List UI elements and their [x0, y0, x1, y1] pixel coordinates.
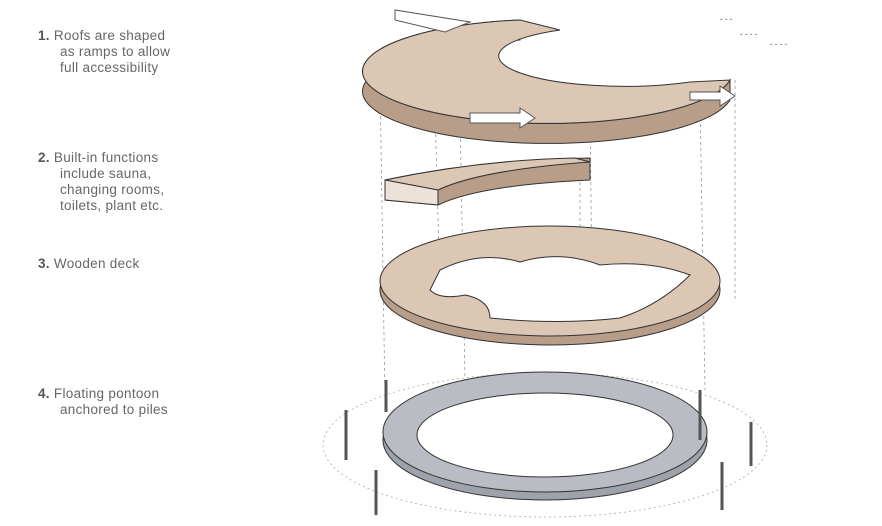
ramp-arrow-icon	[469, 107, 536, 129]
label-text: anchored to piles	[60, 402, 168, 417]
piles	[344, 380, 753, 515]
ramp-arrow-icon	[689, 85, 736, 107]
wooden-deck	[379, 225, 721, 346]
label-built-in-functions: 2. Built-in functions include sauna, cha…	[38, 150, 164, 214]
label-text: Roofs are shaped	[53, 28, 166, 43]
birds: ˇ ˇ ˇ ˇ ˇ ˇ ˇ ˇ ˇ ˇ ˇ	[720, 18, 788, 52]
ramp-arrow-icon	[394, 9, 472, 33]
label-number: 3.	[38, 256, 50, 271]
label-number: 1.	[38, 28, 50, 43]
svg-text:ˇ ˇ ˇ: ˇ ˇ ˇ	[720, 18, 733, 27]
built-in-functions-block	[384, 157, 591, 206]
label-text: Built-in functions	[53, 150, 159, 165]
label-text: full accessibility	[60, 60, 159, 75]
label-roofs: 1. Roofs are shaped as ramps to allow fu…	[38, 28, 170, 76]
label-text: changing rooms,	[60, 182, 165, 197]
label-text: as ramps to allow	[60, 44, 171, 59]
label-text: Wooden deck	[53, 256, 140, 271]
anchor-boundary	[322, 372, 768, 518]
label-text: include sauna,	[60, 166, 152, 181]
label-wooden-deck: 3. Wooden deck	[38, 256, 140, 272]
svg-text:ˇ ˇ ˇ ˇ: ˇ ˇ ˇ ˇ	[740, 33, 758, 42]
label-text: toilets, plant etc.	[60, 198, 164, 213]
label-number: 2.	[38, 150, 50, 165]
svg-text:ˇ ˇ ˇ ˇ: ˇ ˇ ˇ ˇ	[770, 43, 788, 52]
floating-pontoon	[382, 371, 708, 501]
label-number: 4.	[38, 386, 50, 401]
roof-ramp	[362, 9, 736, 144]
label-floating-pontoon: 4. Floating pontoon anchored to piles	[38, 386, 168, 418]
label-text: Floating pontoon	[53, 386, 160, 401]
